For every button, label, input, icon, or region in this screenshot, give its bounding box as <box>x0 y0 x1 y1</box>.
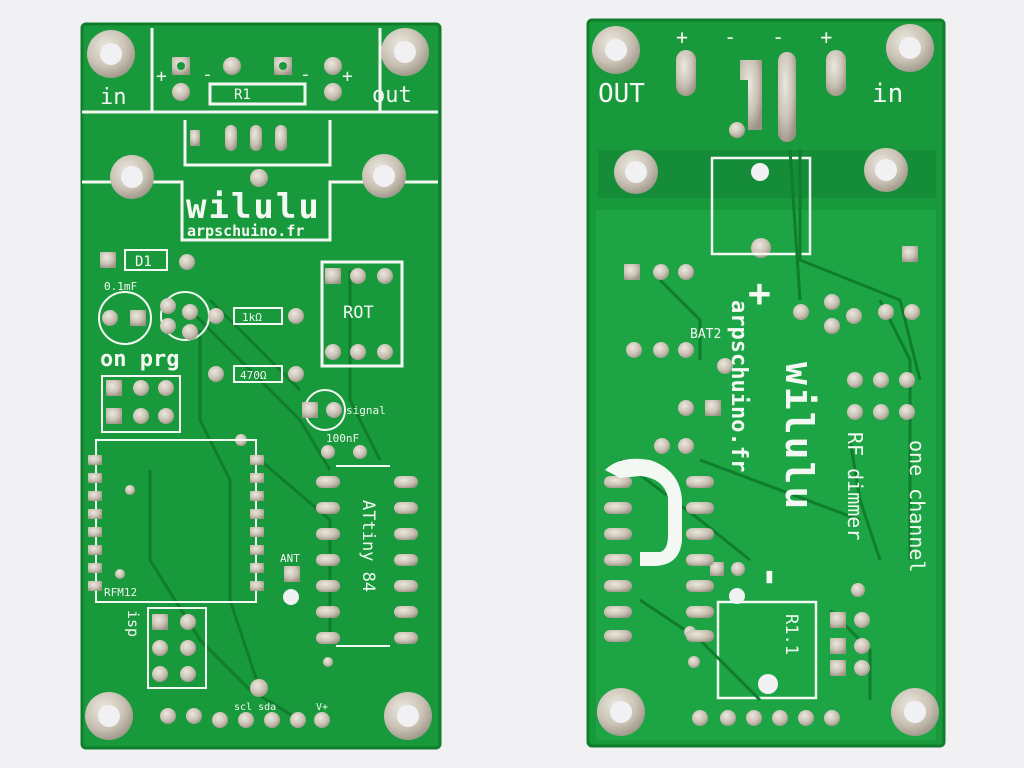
res470-label: 470Ω <box>240 369 267 382</box>
signal-pad-b <box>326 402 342 418</box>
back-outlines <box>710 156 818 700</box>
d1-pad <box>100 252 116 268</box>
cap1-outline <box>98 291 152 345</box>
ant-pad <box>284 566 300 582</box>
vplus-label: V+ <box>316 702 328 713</box>
cap2-pad-b <box>353 445 367 459</box>
bottom-pin-row <box>160 708 330 728</box>
isp-label: isp <box>124 610 142 637</box>
ant-label: ANT <box>280 552 300 565</box>
back-out-label: OUT <box>598 79 645 109</box>
prg-pad-c <box>160 318 176 334</box>
cap1-pad-a <box>102 310 118 326</box>
back-dip-pads <box>604 476 714 642</box>
rfm12-via <box>125 485 135 495</box>
d1-pad-b <box>179 254 195 270</box>
back-polarity-labels: + - - + <box>676 25 844 49</box>
rfm12-outline <box>95 439 257 603</box>
front-out-label: out <box>372 83 412 108</box>
front-minus-left: - <box>202 64 213 85</box>
rfm12-left-pads <box>88 455 102 591</box>
front-plus-left: + <box>156 66 167 87</box>
d1-label: D1 <box>135 254 152 270</box>
bottom-pad-top <box>250 679 268 697</box>
back-one-channel-label: one channel <box>905 440 929 572</box>
attiny-right-pads <box>394 476 418 644</box>
prg-pad-d <box>182 324 198 340</box>
res1k-pad-b <box>288 308 304 324</box>
rot-pads <box>325 268 393 360</box>
bottom-pins-label: scl sda <box>234 702 276 713</box>
attiny-outline <box>336 465 390 647</box>
rot-outline <box>320 260 404 368</box>
res470-pad-b <box>288 366 304 382</box>
res470-outline <box>233 365 283 383</box>
back-in-label: in <box>872 79 903 109</box>
back-site-label: arpschuino.fr <box>726 300 751 472</box>
signal-label: signal <box>346 404 386 417</box>
front-traces <box>148 270 382 722</box>
front-board: in out R1 + - - + wilulu arpschuino.fr D… <box>80 22 442 750</box>
signal-pad-a <box>302 402 318 418</box>
isp-outline <box>147 607 207 689</box>
res470-pad-a <box>208 366 224 382</box>
front-top-pads <box>172 57 342 151</box>
rot-label: ROT <box>343 303 374 323</box>
prg-pad-a <box>160 298 176 314</box>
res1k-outline <box>233 307 283 325</box>
front-in-label: in <box>100 85 127 110</box>
back-top-pads <box>676 50 846 142</box>
front-brand: wilulu <box>186 187 321 227</box>
cap2-pad-a <box>321 445 335 459</box>
back-board-edge <box>586 18 946 748</box>
front-board-substrate <box>82 24 440 748</box>
rfm12-right-pads <box>250 455 264 591</box>
back-r11-label: R1.1 <box>781 614 801 655</box>
isp-pads <box>152 614 196 682</box>
back-white-silk-hook <box>605 458 682 566</box>
front-terminal-outline <box>82 28 438 242</box>
back-brand-label: wilulu <box>777 362 821 511</box>
on-prg-label: on prg <box>100 347 179 372</box>
res1k-pad-a <box>208 308 224 324</box>
front-minus-right: - <box>300 64 311 85</box>
front-r1-label: R1 <box>234 87 251 103</box>
front-board-edge <box>80 22 442 750</box>
prg-pad-b <box>182 304 198 320</box>
cap1-label: 0.1mF <box>104 280 137 293</box>
d1-outline <box>124 249 168 271</box>
back-rf-dimmer-label: RF dimmer <box>843 432 867 540</box>
cap2-label: 100nF <box>326 432 359 445</box>
attiny-left-pads <box>316 476 340 644</box>
back-minus-label: - <box>748 565 794 589</box>
res1k-label: 1kΩ <box>242 311 262 324</box>
back-mounting-holes <box>592 24 939 736</box>
front-header-rows <box>101 375 181 433</box>
back-pads <box>624 246 920 726</box>
back-board: OUT in + - - + <box>586 18 946 748</box>
rfm12-via-b <box>115 569 125 579</box>
front-site: arpschuino.fr <box>187 222 304 240</box>
rfm12-label: RFM12 <box>104 586 137 599</box>
back-bat-label: BAT2 <box>690 327 721 342</box>
cap1-pad-b <box>130 310 146 326</box>
front-mounting-holes <box>85 28 432 740</box>
front-plus-right: + <box>342 66 353 87</box>
back-plus-label: + <box>748 271 771 315</box>
attiny-label: ATtiny 84 <box>358 500 378 592</box>
via-b <box>323 657 333 667</box>
